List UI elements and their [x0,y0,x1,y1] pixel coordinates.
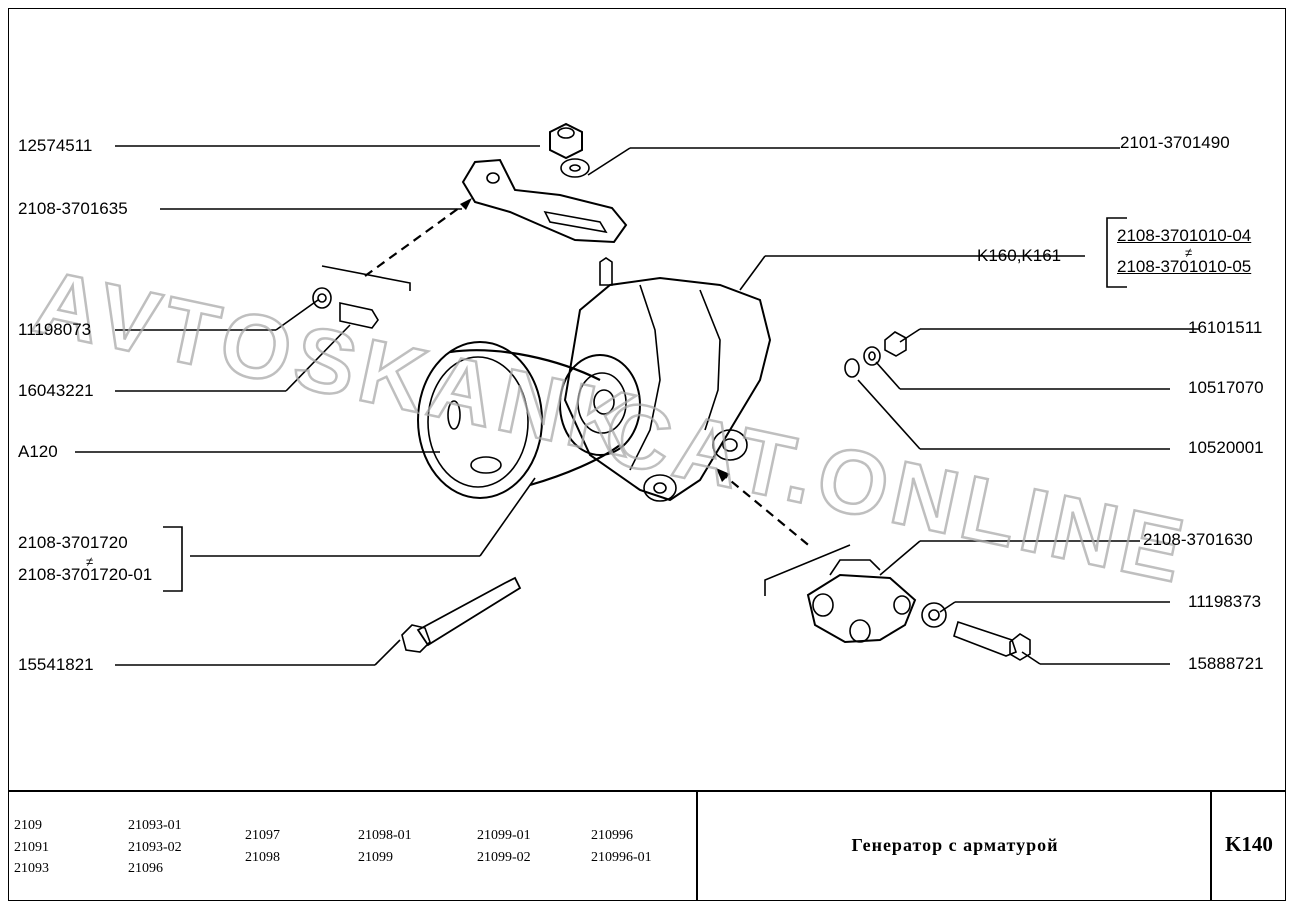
model: 21099 [358,850,393,865]
label-11198073: 11198073 [18,320,92,339]
footer-divider-models [696,790,698,901]
label-16043221: 16043221 [18,381,94,400]
label-2108-3701635: 2108-3701635 [18,199,128,218]
model: 210996-01 [591,850,652,865]
neq-symbol: ≠ [1185,245,1193,260]
label-2108-3701010-05: 2108-3701010-05 [1117,257,1252,276]
footer-divider-code [1210,790,1212,901]
label-2108-3701720-01: 2108-3701720-01 [18,565,153,584]
footer-title: Генератор с арматурой [851,835,1059,855]
label-16101511: 16101511 [1188,318,1263,337]
model: 210996 [591,828,633,843]
model: 21098-01 [358,828,412,843]
label-15888721: 15888721 [1188,654,1264,673]
label-a120: A120 [18,442,58,461]
label-2101-3701490: 2101-3701490 [1120,133,1230,152]
model: 21099-02 [477,850,531,865]
label-k160-k161: K160,K161 [977,246,1062,265]
model: 21093-01 [128,818,182,833]
model: 21093 [14,861,49,876]
label-10520001: 10520001 [1188,438,1264,457]
neq-symbol: ≠ [86,554,94,569]
model: 2109 [14,818,42,833]
label-15541821: 15541821 [18,655,94,674]
model: 21097 [245,828,280,843]
label-11198373: 11198373 [1188,592,1262,611]
label-2108-3701630: 2108-3701630 [1143,530,1253,549]
model: 21098 [245,850,280,865]
label-2108-3701720: 2108-3701720 [18,533,128,552]
page-code: K140 [1225,832,1273,856]
page-frame [8,8,1286,901]
label-10517070: 10517070 [1188,378,1264,397]
label-2108-3701010-04: 2108-3701010-04 [1117,226,1252,245]
footer-divider-top [8,790,1286,792]
label-12574511: 12574511 [18,136,93,155]
model: 21096 [128,861,163,876]
model: 21091 [14,840,49,855]
model: 21099-01 [477,828,531,843]
model: 21093-02 [128,840,182,855]
